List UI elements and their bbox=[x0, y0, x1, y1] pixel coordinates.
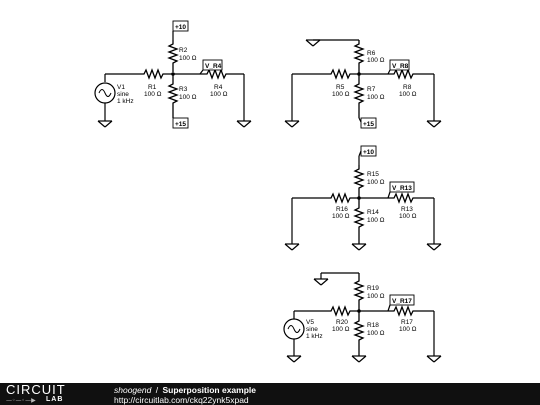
logo-text-bottom: LAB bbox=[46, 396, 64, 403]
v1-name: V1 bbox=[117, 84, 125, 91]
circuit-2: R6 100 Ω R5 100 Ω R7 100 Ω +15 R8 100 Ω … bbox=[284, 39, 442, 129]
r6-label: R6 bbox=[367, 50, 376, 57]
r16-value: 100 Ω bbox=[332, 213, 350, 220]
r18-value: 100 Ω bbox=[367, 330, 385, 337]
resistor-r13[interactable] bbox=[390, 192, 434, 204]
r13-value: 100 Ω bbox=[399, 213, 417, 220]
r8-label: R8 bbox=[403, 84, 412, 91]
r3-label: R3 bbox=[179, 86, 188, 93]
resistor-r15[interactable] bbox=[353, 165, 365, 198]
resistor-r19[interactable] bbox=[353, 273, 365, 311]
r1-label: R1 bbox=[148, 84, 157, 91]
r17-value: 100 Ω bbox=[399, 326, 417, 333]
circuit-url[interactable]: http://circuitlab.com/ckq22ynk5xpad bbox=[114, 395, 249, 405]
r6-value: 100 Ω bbox=[367, 57, 385, 64]
resistor-r16[interactable] bbox=[327, 192, 359, 204]
resistor-r7[interactable] bbox=[353, 74, 365, 118]
ground-icon bbox=[351, 355, 367, 363]
r8-value: 100 Ω bbox=[399, 91, 417, 98]
resistor-r17[interactable] bbox=[390, 305, 434, 317]
r2-label: R2 bbox=[179, 47, 188, 54]
r2-value: 100 Ω bbox=[179, 55, 197, 62]
r4-label: R4 bbox=[214, 84, 223, 91]
ground-icon bbox=[426, 355, 442, 363]
supply-label-plus15: +15 bbox=[175, 121, 186, 128]
r5-value: 100 Ω bbox=[332, 91, 350, 98]
author-name[interactable]: shoogend bbox=[114, 385, 152, 395]
r15-label: R15 bbox=[367, 171, 379, 178]
supply-tag-plus15 bbox=[360, 117, 377, 129]
ground-icon bbox=[351, 243, 367, 251]
resistor-r3[interactable] bbox=[167, 74, 179, 118]
ground-icon bbox=[284, 120, 300, 128]
r7-label: R7 bbox=[367, 86, 376, 93]
credit-separator: / bbox=[155, 385, 159, 395]
ground-icon bbox=[284, 243, 300, 251]
v5-name: V5 bbox=[306, 319, 314, 326]
r17-label: R17 bbox=[401, 319, 413, 326]
r20-value: 100 Ω bbox=[332, 326, 350, 333]
r4-value: 100 Ω bbox=[210, 91, 228, 98]
supply-tag-plus10 bbox=[172, 20, 189, 32]
resistor-r6[interactable] bbox=[353, 40, 365, 74]
r13-label: R13 bbox=[401, 206, 413, 213]
r5-label: R5 bbox=[336, 84, 345, 91]
resistor-r2[interactable] bbox=[167, 40, 179, 72]
supply-tag-plus15 bbox=[172, 117, 189, 129]
r16-label: R16 bbox=[336, 206, 348, 213]
footer-bar: CIRCUIT —◦—◦—▶ LAB shoogend / Superposit… bbox=[0, 383, 540, 405]
schematic-canvas: +10 R2 100 Ω R1 100 Ω V1 sine 1 kHz R3 1… bbox=[94, 20, 442, 363]
supply-label-plus10: +10 bbox=[363, 149, 374, 156]
ground-icon bbox=[97, 120, 113, 128]
r14-label: R14 bbox=[367, 209, 379, 216]
resistor-r1[interactable] bbox=[140, 68, 173, 80]
v1-freq: 1 kHz bbox=[117, 98, 134, 105]
r19-value: 100 Ω bbox=[367, 293, 385, 300]
resistor-r14[interactable] bbox=[353, 198, 365, 244]
probe-v-r17[interactable] bbox=[389, 294, 415, 306]
supply-label-plus15: +15 bbox=[363, 121, 374, 128]
logo-circuit-icon: —◦—◦—▶ bbox=[6, 397, 36, 404]
ground-icon bbox=[305, 39, 321, 47]
resistor-r8[interactable] bbox=[390, 68, 434, 80]
probe-label-v-r4: V_R4 bbox=[205, 63, 222, 70]
probe-v-r13[interactable] bbox=[389, 181, 415, 193]
r1-value: 100 Ω bbox=[144, 91, 162, 98]
r19-label: R19 bbox=[367, 285, 379, 292]
circuit-1: +10 R2 100 Ω R1 100 Ω V1 sine 1 kHz R3 1… bbox=[94, 20, 252, 129]
circuit-4: R19 100 Ω R20 100 Ω V5 sine 1 kHz R18 10… bbox=[283, 272, 442, 363]
v5-type: sine bbox=[306, 326, 318, 333]
ground-icon bbox=[286, 355, 302, 363]
ground-icon bbox=[426, 243, 442, 251]
ground-icon bbox=[426, 120, 442, 128]
r14-value: 100 Ω bbox=[367, 217, 385, 224]
probe-label-v-r8: V_R8 bbox=[392, 63, 409, 70]
ground-icon bbox=[313, 278, 329, 286]
resistor-r5[interactable] bbox=[327, 68, 359, 80]
supply-label-plus10: +10 bbox=[175, 24, 186, 31]
v1-type: sine bbox=[117, 91, 129, 98]
logo-text-top: CIRCUIT bbox=[6, 382, 66, 397]
resistor-r18[interactable] bbox=[353, 311, 365, 356]
probe-label-v-r13: V_R13 bbox=[392, 185, 412, 192]
probe-v-r8[interactable] bbox=[389, 59, 410, 71]
resistor-r20[interactable] bbox=[327, 305, 359, 317]
circuit-3: +10 R15 100 Ω R16 100 Ω R14 100 Ω R13 bbox=[284, 145, 442, 251]
credit-line: shoogend / Superposition example bbox=[114, 385, 256, 395]
r3-value: 100 Ω bbox=[179, 94, 197, 101]
circuitlab-logo[interactable]: CIRCUIT —◦—◦—▶ LAB bbox=[6, 382, 94, 405]
resistor-r4[interactable] bbox=[203, 68, 244, 80]
r7-value: 100 Ω bbox=[367, 94, 385, 101]
circuit-title: Superposition example bbox=[162, 385, 256, 395]
sine-wave-icon bbox=[287, 325, 301, 333]
r20-label: R20 bbox=[336, 319, 348, 326]
sine-wave-icon bbox=[98, 89, 112, 97]
probe-label-v-r17: V_R17 bbox=[392, 298, 412, 305]
ground-icon bbox=[236, 120, 252, 128]
r18-label: R18 bbox=[367, 322, 379, 329]
r15-value: 100 Ω bbox=[367, 179, 385, 186]
probe-v-r4[interactable] bbox=[202, 59, 223, 71]
v5-freq: 1 kHz bbox=[306, 333, 323, 340]
